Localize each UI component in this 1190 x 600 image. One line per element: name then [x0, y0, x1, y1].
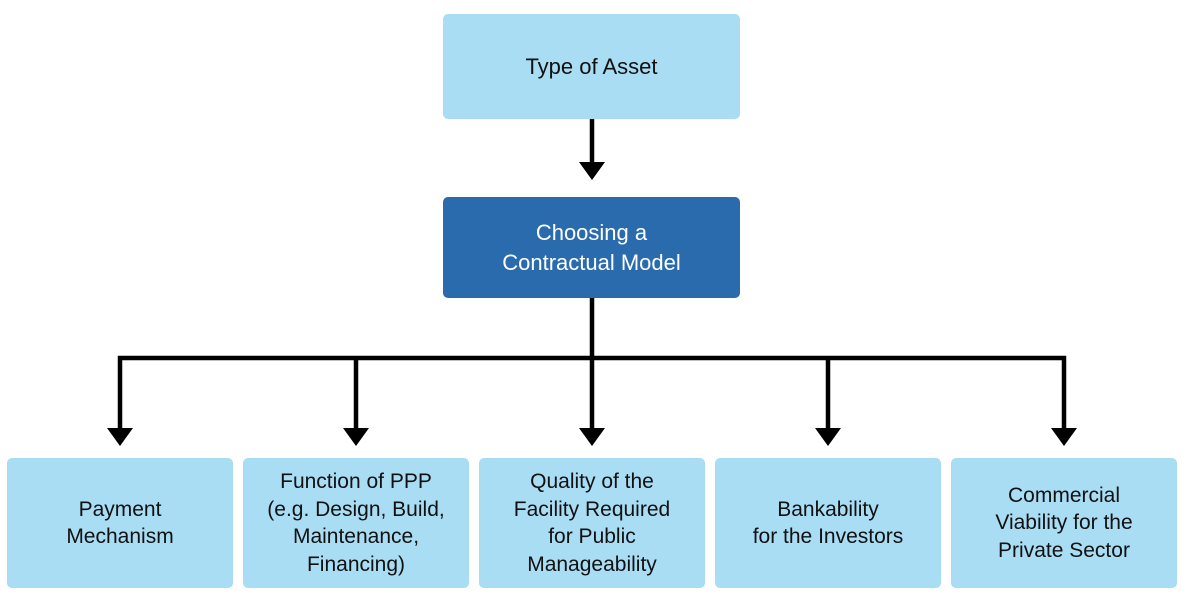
node-choosing-contractual-model: Choosing a Contractual Model: [443, 197, 740, 298]
node-commercial-viability-label: Commercial Viability for the Private Sec…: [995, 483, 1133, 562]
node-type-of-asset-label: Type of Asset: [525, 53, 658, 79]
node-function-of-ppp-label: Function of PPP (e.g. Design, Build, Mai…: [267, 470, 445, 576]
node-payment-mechanism-label: Payment Mechanism: [66, 497, 174, 549]
node-bankability-label: Bankability for the Investors: [752, 497, 904, 549]
node-type-of-asset: Type of Asset: [443, 14, 740, 119]
node-function-of-ppp: Function of PPP (e.g. Design, Build, Mai…: [243, 458, 469, 588]
node-quality-of-facility: Quality of the Facility Required for Pub…: [479, 458, 705, 588]
node-bankability: Bankability for the Investors: [715, 458, 941, 588]
node-quality-of-facility-label: Quality of the Facility Required for Pub…: [513, 470, 671, 576]
node-choosing-contractual-model-label: Choosing a Contractual Model: [502, 219, 681, 275]
node-commercial-viability: Commercial Viability for the Private Sec…: [951, 458, 1177, 588]
node-payment-mechanism: Payment Mechanism: [7, 458, 233, 588]
